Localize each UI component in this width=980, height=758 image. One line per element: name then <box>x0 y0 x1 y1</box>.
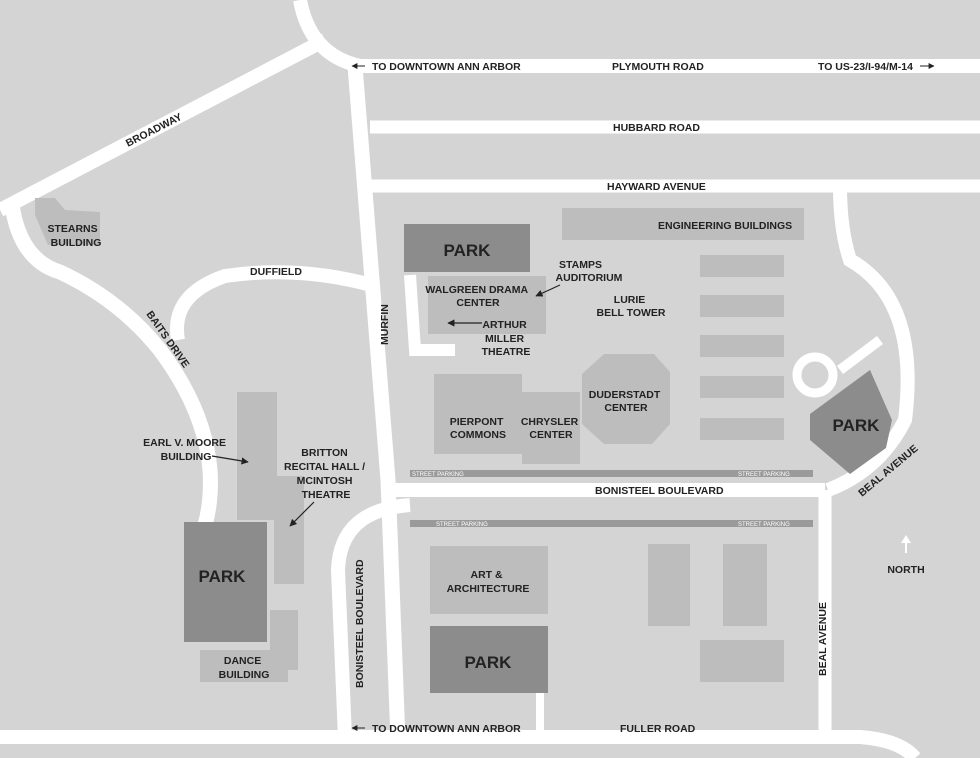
drama-loop-island <box>420 356 455 368</box>
label-chrysler-center: CHRYSLER CENTER <box>521 416 581 441</box>
street-parking-label: STREET PARKING <box>436 522 488 528</box>
label-murfin: MURFIN <box>379 304 391 345</box>
label-to-downtown-top: TO DOWNTOWN ANN ARBOR <box>372 61 521 73</box>
engineering-buildings-shape <box>562 208 804 240</box>
street-parking-label: STREET PARKING <box>412 472 464 478</box>
road-drama-loop <box>404 274 455 356</box>
south-building-2 <box>723 544 767 626</box>
street-parking-labels: STREET PARKING STREET PARKING STREET PAR… <box>412 472 790 528</box>
park-label-art: PARK <box>465 653 513 672</box>
south-building-3 <box>700 640 784 682</box>
building-labels: STEARNS BUILDING ENGINEERING BUILDINGS S… <box>47 220 792 681</box>
label-lurie-bell-tower: LURIE BELL TOWER <box>596 294 665 319</box>
south-building-1 <box>648 544 690 626</box>
engineering-building-2 <box>700 295 784 317</box>
label-to-us23: TO US-23/I-94/M-14 <box>818 61 913 73</box>
stearns-building-shape <box>35 198 100 245</box>
buildings <box>35 198 804 682</box>
label-fuller-road: FULLER ROAD <box>620 723 696 735</box>
label-broadway: BROADWAY <box>124 111 184 150</box>
arrow-earl-moore <box>211 455 249 465</box>
label-duderstadt-center: DUDERSTADT CENTER <box>589 389 663 414</box>
street-parking-label: STREET PARKING <box>738 522 790 528</box>
arrow-stamps <box>535 284 561 297</box>
park-label-north: PARK <box>444 241 492 260</box>
label-earl-moore-building: EARL V. MOORE BUILDING <box>143 437 229 463</box>
label-duffield: DUFFIELD <box>250 266 302 278</box>
road-beal-curve <box>825 185 915 497</box>
label-stamps-auditorium: STAMPS AUDITORIUM <box>556 259 623 284</box>
art-architecture-shape <box>430 546 548 614</box>
parking-lots <box>184 224 892 693</box>
road-fuller <box>0 730 921 758</box>
road-broadway <box>0 33 329 217</box>
parking-labels: PARK PARK PARK PARK <box>199 241 881 672</box>
arrow-britton <box>289 501 315 527</box>
duderstadt-center-shape <box>582 354 670 444</box>
road-roundabout-connector <box>837 336 883 374</box>
road-plymouth <box>293 0 980 73</box>
label-beal-avenue-vertical: BEAL AVENUE <box>817 602 829 676</box>
compass-label: NORTH <box>887 564 924 576</box>
label-britton-recital-hall: BRITTON RECITAL HALL / MCINTOSH THEATRE <box>284 447 368 501</box>
parking-lot-moore <box>184 522 267 642</box>
engineering-building-1 <box>700 255 784 277</box>
chrysler-center-shape <box>522 392 580 464</box>
parking-lot-art <box>430 626 548 693</box>
label-stearns: STEARNS BUILDING <box>47 223 101 249</box>
label-to-downtown-bottom: TO DOWNTOWN ANN ARBOR <box>372 723 521 735</box>
street-parking-strip-north <box>410 470 813 477</box>
engineering-building-4 <box>700 376 784 398</box>
dance-building-wing <box>270 610 298 670</box>
parking-lot-beal <box>810 370 892 474</box>
road-bonisteel-curve <box>330 498 411 739</box>
label-bonisteel-boulevard: BONISTEEL BOULEVARD <box>595 485 724 497</box>
roundabout <box>792 352 838 398</box>
road-duffield <box>170 265 377 342</box>
street-parking-strip-south <box>410 520 813 527</box>
label-arthur-miller-theatre: ARTHUR MILLER THEATRE <box>482 319 531 358</box>
park-label-beal: PARK <box>833 416 881 435</box>
north-arrow-icon <box>901 535 911 553</box>
engineering-building-3 <box>700 335 784 357</box>
parking-lot-north <box>404 224 530 272</box>
label-plymouth-road: PLYMOUTH ROAD <box>612 61 704 73</box>
label-walgreen-drama-center: WALGREEN DRAMA CENTER <box>425 284 530 309</box>
road-baits <box>4 203 218 528</box>
label-dance-building: DANCE BUILDING <box>219 655 270 681</box>
label-art-architecture: ART & ARCHITECTURE <box>447 569 530 595</box>
label-engineering-buildings: ENGINEERING BUILDINGS <box>658 220 792 232</box>
park-label-moore: PARK <box>199 567 247 586</box>
label-pierpont-commons: PIERPONT COMMONS <box>450 416 507 441</box>
label-hubbard-road: HUBBARD ROAD <box>613 122 700 134</box>
engineering-building-5 <box>700 418 784 440</box>
pierpont-commons-shape <box>434 374 522 454</box>
street-parking-label: STREET PARKING <box>738 472 790 478</box>
label-bonisteel-boulevard-vertical: BONISTEEL BOULEVARD <box>354 559 366 688</box>
road-murfin <box>347 65 406 741</box>
earl-moore-building-shape <box>237 392 304 584</box>
label-hayward-avenue: HAYWARD AVENUE <box>607 181 706 193</box>
